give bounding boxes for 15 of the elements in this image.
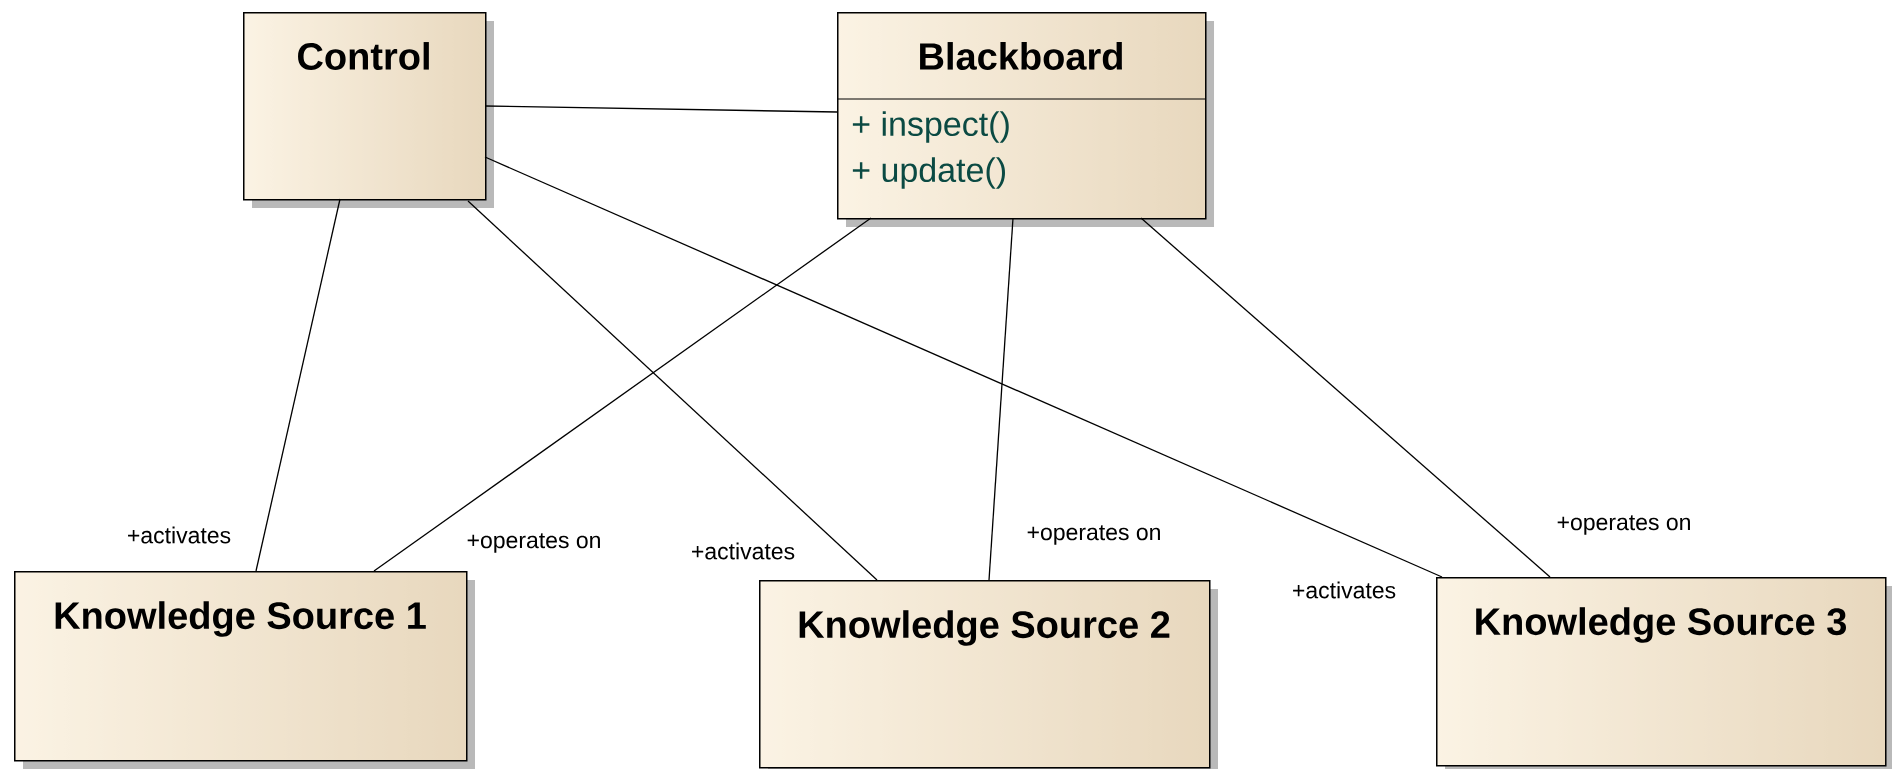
association-line <box>255 198 341 572</box>
class-box: Knowledge Source 1 <box>14 571 475 769</box>
role-label: +operates on <box>465 532 603 554</box>
role-label: +operates on <box>1555 514 1693 536</box>
association-line <box>1140 217 1551 578</box>
class-box: Knowledge Source 3 <box>1436 577 1892 769</box>
association-line <box>467 200 878 581</box>
association-line <box>988 217 1014 581</box>
association-line <box>484 105 838 113</box>
class-box: Blackboard + inspect() + update() <box>836 12 1214 227</box>
class-box: Control <box>243 12 494 208</box>
role-label: +operates on <box>1025 524 1163 546</box>
class-box: Knowledge Source 2 <box>759 580 1218 769</box>
association-line <box>373 217 872 572</box>
association-line <box>484 156 1443 578</box>
